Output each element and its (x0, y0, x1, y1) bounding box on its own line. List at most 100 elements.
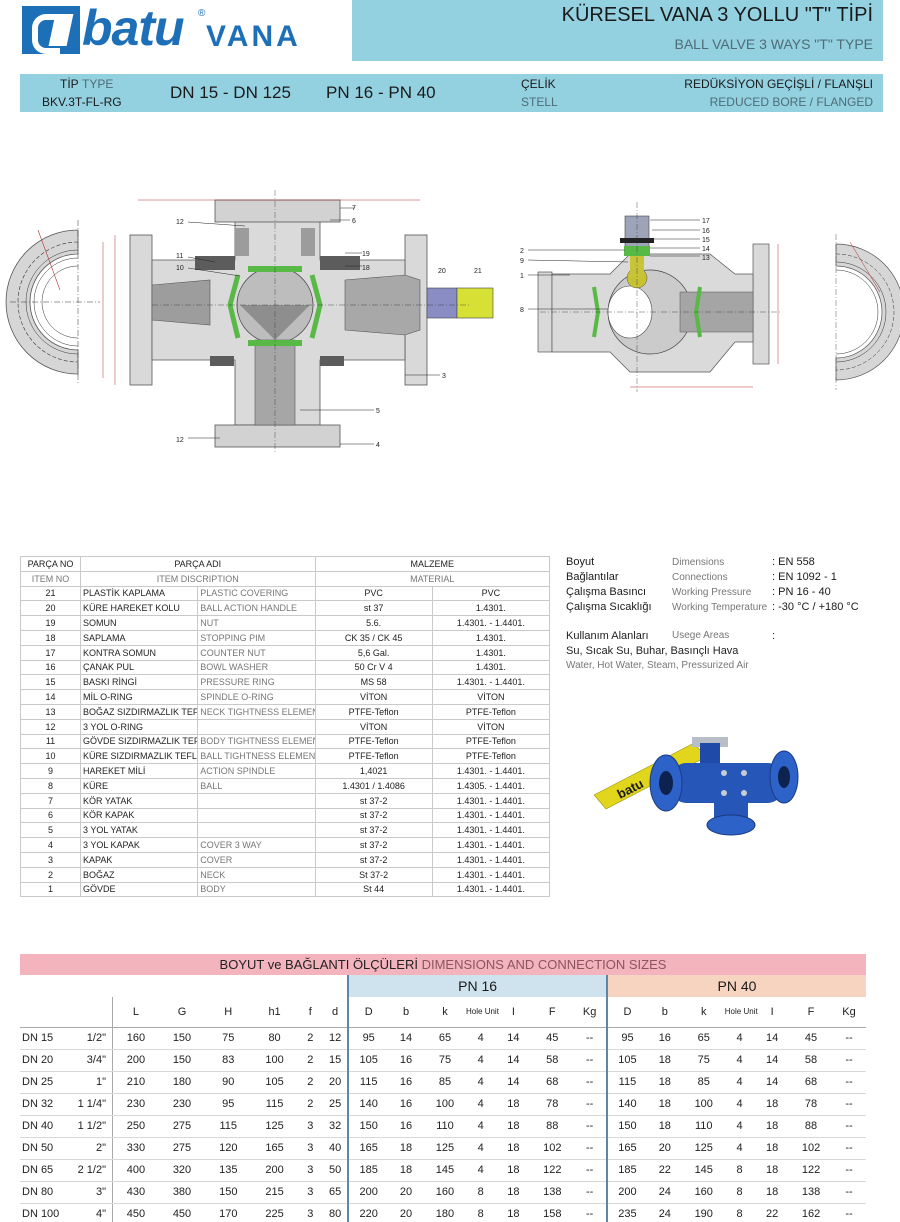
parts-header-row-en: ITEM NO ITEM DISCRIPTION MATERIAL (20, 570, 550, 587)
type-label-en: TYPE (82, 77, 114, 91)
dims-cell-common: 80 (322, 1203, 349, 1222)
dims-cell-common: 120 (205, 1137, 252, 1160)
dims-cell-pn40: 68 (790, 1071, 833, 1094)
dims-cell-pn16: 185 (347, 1159, 389, 1182)
dims-inch: 3/4" (86, 1054, 106, 1066)
dims-cell-pn40: 100 (682, 1093, 725, 1116)
parts-cell-m2: PTFE-Teflon (431, 703, 551, 720)
callout-19: 19 (362, 251, 370, 258)
dims-cell-common: 230 (112, 1093, 159, 1116)
pn40-header: PN 40 (605, 975, 866, 997)
callout-12-top: 12 (176, 219, 184, 226)
dims-cell-pn40: -- (832, 1203, 866, 1222)
dims-cell-pn16: 18 (495, 1115, 532, 1138)
dims-cell-pn16: 138 (531, 1181, 574, 1204)
dims-cell-common: 180 (158, 1071, 206, 1094)
dims-dn: DN 65 (22, 1164, 54, 1176)
dims-cell-pn16: 14 (495, 1071, 532, 1094)
dims-cell-common: 2 (297, 1071, 323, 1094)
dims-cell-pn16: 115 (347, 1071, 389, 1094)
parts-header-row: PARÇA NO PARÇA ADI MALZEME (20, 556, 550, 572)
dims-cell-common: 150 (158, 1049, 206, 1072)
dims-cell-pn40: 18 (646, 1071, 683, 1094)
dims-cell-pn40: 95 (605, 1027, 647, 1050)
dims-cell-common: 3 (297, 1203, 323, 1222)
dims-col-header: H (205, 997, 252, 1028)
parts-cell-no: 10 (20, 748, 81, 765)
parts-cell-tr: PLASTİK KAPLAMA (79, 585, 199, 602)
parts-cell-tr: ÇANAK PUL (79, 659, 199, 676)
parts-cell-m1: st 37-2 (314, 851, 433, 868)
parts-cell-tr: HAREKET MİLİ (79, 763, 199, 779)
dims-cell-common: 3 (297, 1181, 323, 1204)
dims-cell-pn40: 160 (682, 1181, 725, 1204)
dims-inch: 1" (95, 1076, 106, 1088)
usage-colon: : (772, 630, 776, 642)
parts-cell-tr: KÜRE HAREKET KOLU (79, 600, 199, 617)
dims-dn: DN 32 (22, 1098, 54, 1110)
dims-cell-common: 200 (112, 1049, 159, 1072)
dims-cell-pn40: 18 (754, 1159, 790, 1182)
dims-col-header-pn40: Kg (832, 997, 866, 1028)
dims-cell-common: 50 (322, 1159, 349, 1182)
dims-cell-pn16: 4 (466, 1071, 496, 1094)
dims-cell-pn40: 18 (646, 1115, 683, 1138)
dims-cell-pn40: 162 (790, 1203, 833, 1222)
dims-cell-pn40: 4 (724, 1027, 755, 1050)
parts-cell-m2: PTFE-Teflon (431, 748, 551, 765)
parts-cell-m2: 1.4301. - 1.4401. (431, 851, 551, 868)
flange-end-view (5, 220, 100, 385)
spec-label-en: Working Pressure (672, 587, 752, 598)
dims-cell-pn16: -- (573, 1115, 607, 1138)
page-title: KÜRESEL VANA 3 YOLLU "T" TİPİ (561, 4, 873, 26)
dims-cell-pn40: 18 (754, 1093, 790, 1116)
dims-cell-common: 215 (251, 1181, 298, 1204)
dims-cell-pn40: -- (832, 1115, 866, 1138)
dims-cell-pn16: 200 (347, 1181, 389, 1204)
dims-cell-pn40: 115 (605, 1071, 647, 1094)
type-label-tr: TİP (60, 77, 79, 91)
dims-cell-pn16: 8 (466, 1181, 496, 1204)
parts-cell-no: 21 (20, 585, 81, 602)
parts-cell-no: 14 (20, 689, 81, 705)
parts-head-mat-tr: MALZEME (314, 556, 550, 572)
dims-cell-common: 275 (158, 1115, 206, 1138)
dims-col-header-pn16: Hole Unit (466, 997, 499, 1028)
spec-row: Çalışma Basıncı Working Pressure : PN 16… (566, 586, 886, 601)
dims-title-tr: BOYUT ve BAĞLANTI ÖLÇÜLERİ (219, 957, 418, 972)
callout-7: 7 (352, 205, 356, 212)
dims-cell-pn40: 18 (754, 1137, 790, 1160)
dims-cell-common: 80 (251, 1027, 298, 1050)
dims-cell-pn40: 138 (790, 1181, 833, 1204)
dims-cell-common: 25 (322, 1093, 349, 1116)
page-subtitle: BALL VALVE 3 WAYS "T" TYPE (674, 36, 874, 52)
spec-value: : EN 1092 - 1 (772, 571, 837, 583)
dims-cell-pn40: 4 (724, 1049, 755, 1072)
parts-cell-en (197, 807, 316, 824)
parts-head-mat-en: MATERIAL (314, 570, 550, 587)
parts-cell-no: 7 (20, 792, 81, 809)
parts-cell-m1: 5.6. (314, 615, 433, 631)
parts-cell-tr: SAPLAMA (79, 629, 199, 646)
dims-cell-pn16: 18 (495, 1093, 532, 1116)
dims-cell-pn16: 18 (495, 1181, 532, 1204)
parts-cell-no: 12 (20, 718, 81, 735)
dims-cell-pn16: 85 (423, 1071, 467, 1094)
callout-14: 14 (702, 246, 710, 253)
dims-cell-common: 150 (158, 1027, 206, 1050)
dims-cell-pn16: 4 (466, 1115, 496, 1138)
dims-col-header-pn16: Kg (573, 997, 607, 1028)
valve-body-side (537, 202, 900, 392)
dims-cell-pn40: 122 (790, 1159, 833, 1182)
dims-cell-pn16: 18 (495, 1159, 532, 1182)
